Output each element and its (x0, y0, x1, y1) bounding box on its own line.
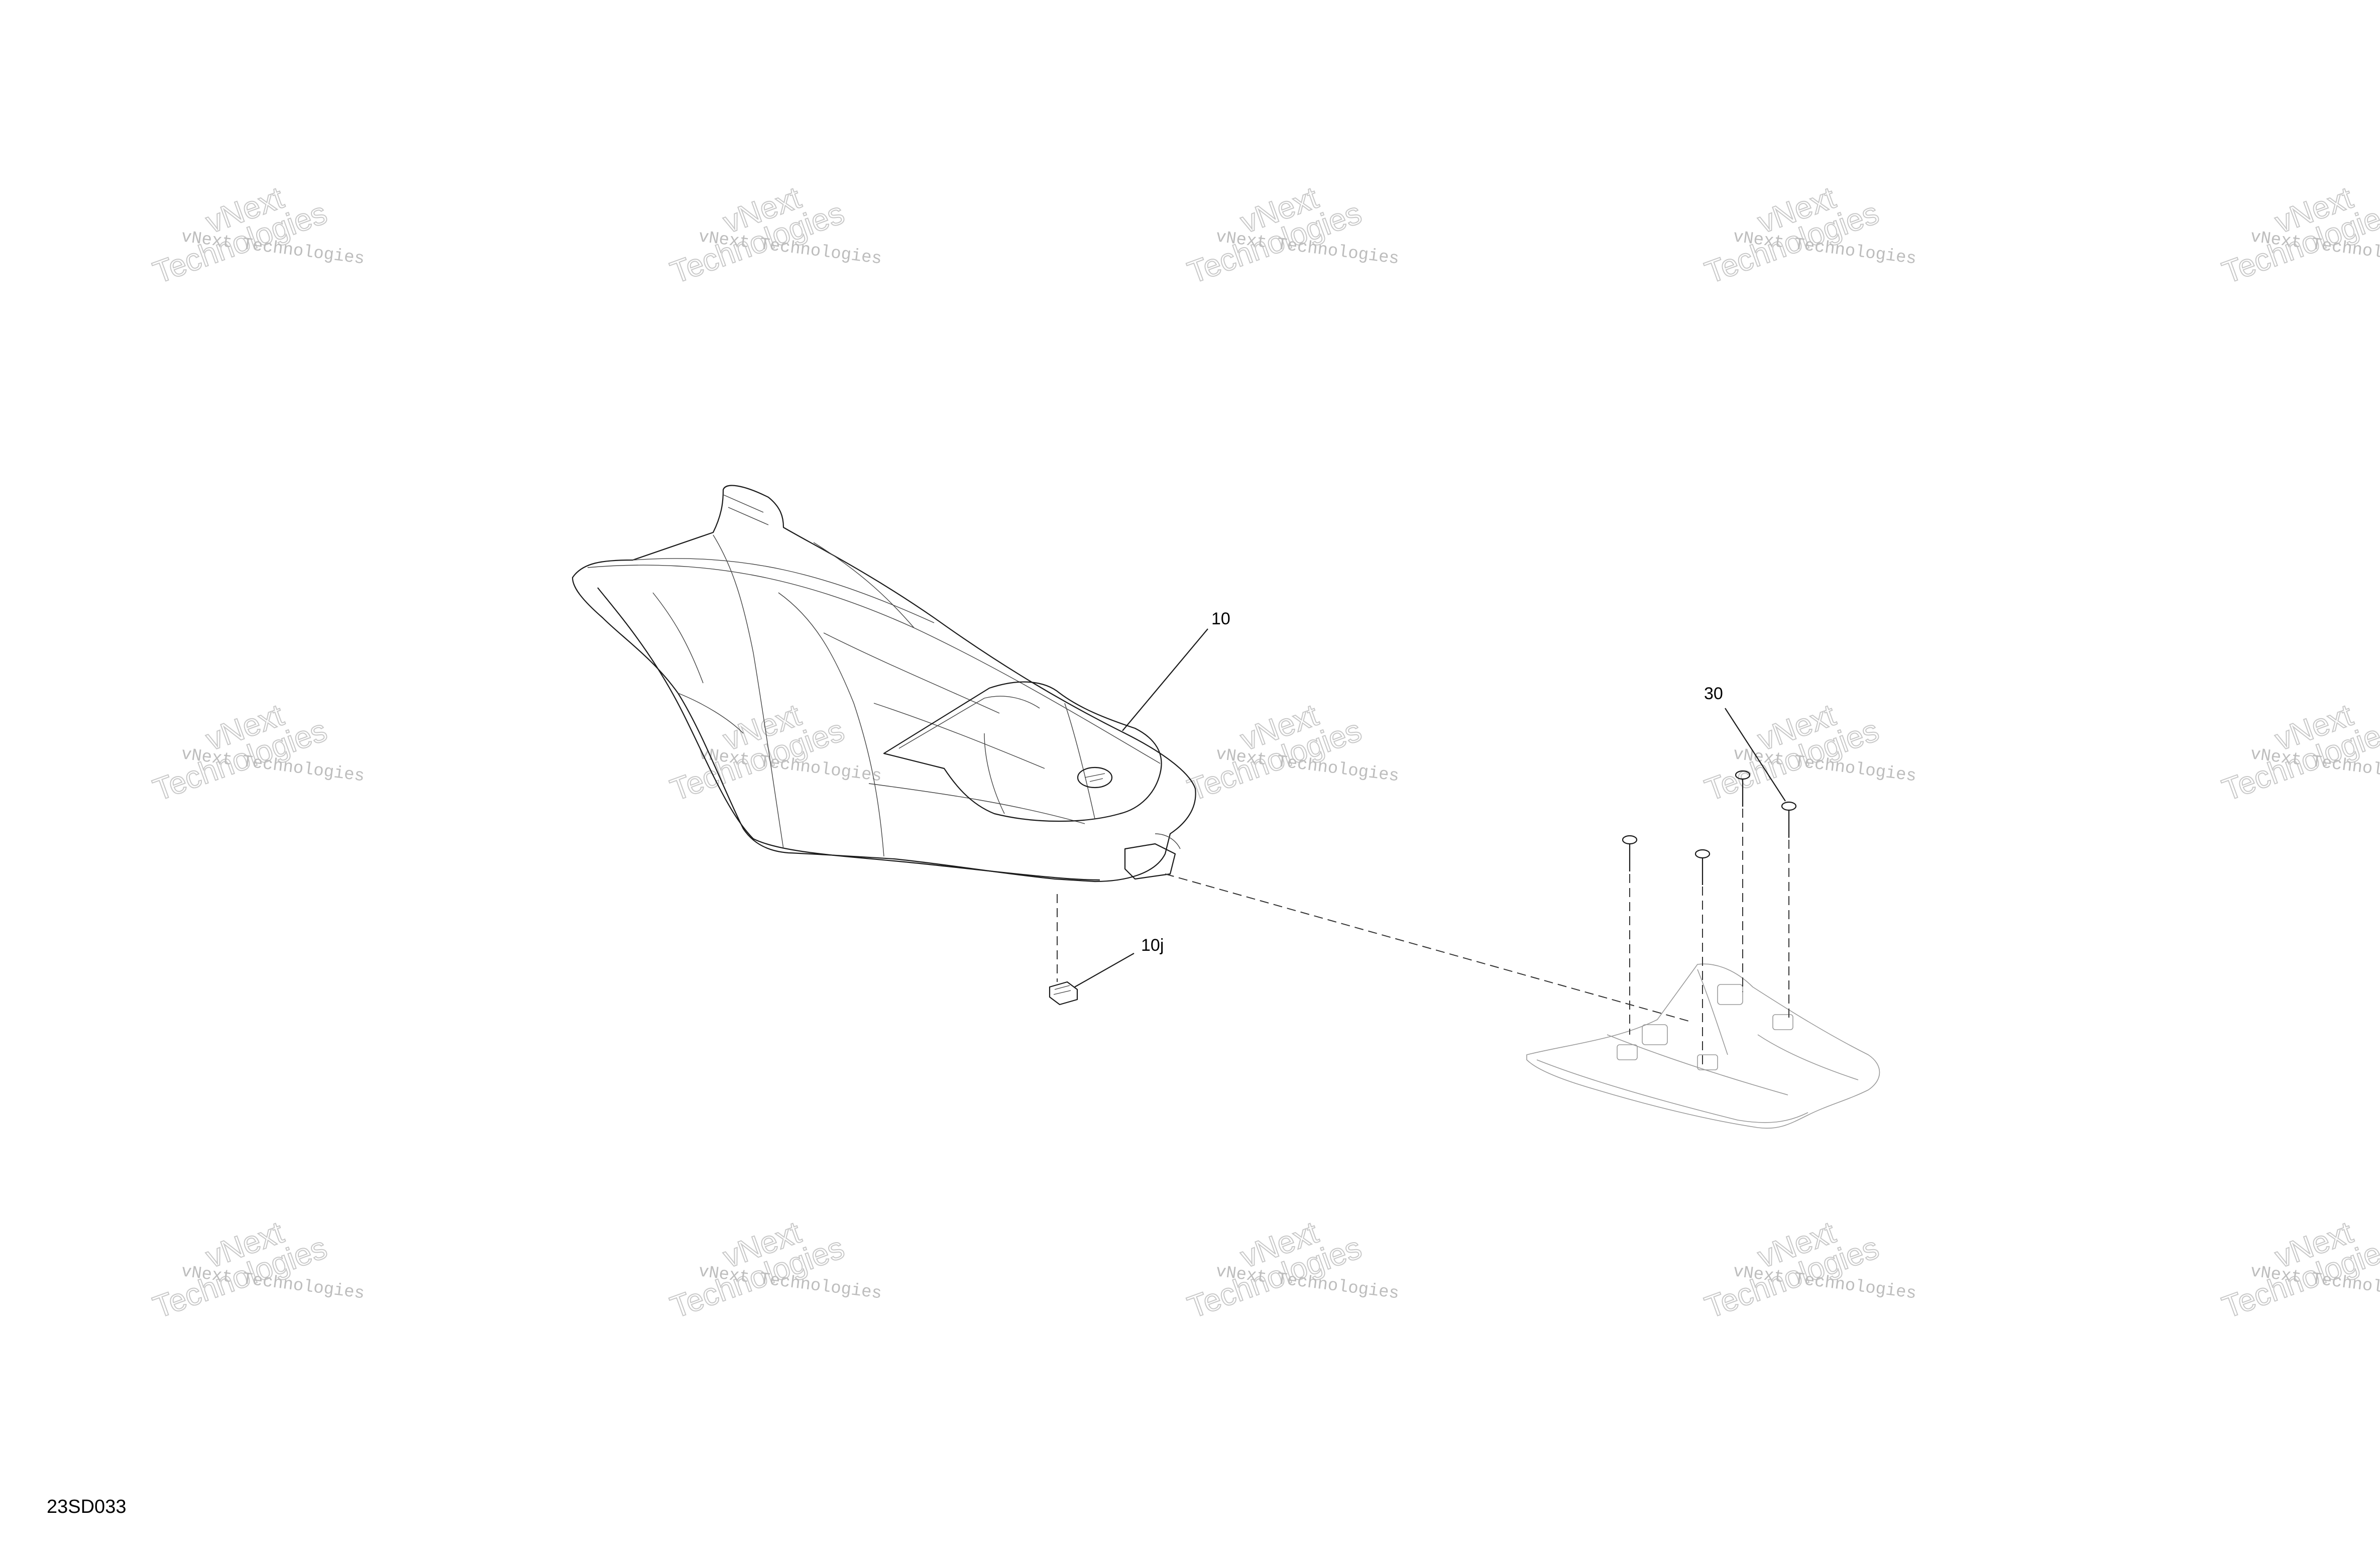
assembly-lines (1057, 809, 1789, 1065)
screw (1694, 849, 1711, 885)
callout-10j: 10j (1141, 936, 1164, 955)
seat-latch (1124, 843, 1176, 880)
figure-id: 23SD033 (47, 1496, 126, 1517)
screw (1735, 770, 1751, 807)
screw (1781, 801, 1797, 838)
seat-assembly (572, 485, 1196, 882)
clip-10j (1049, 981, 1078, 1006)
screw (1622, 835, 1638, 871)
brand-logo-badge (1077, 766, 1113, 789)
callout-30: 30 (1704, 684, 1723, 703)
screws-30 (1622, 770, 1797, 885)
leader-lines (1074, 628, 1786, 987)
seat-base-plate (1526, 963, 1880, 1129)
callout-10: 10 (1211, 609, 1230, 628)
